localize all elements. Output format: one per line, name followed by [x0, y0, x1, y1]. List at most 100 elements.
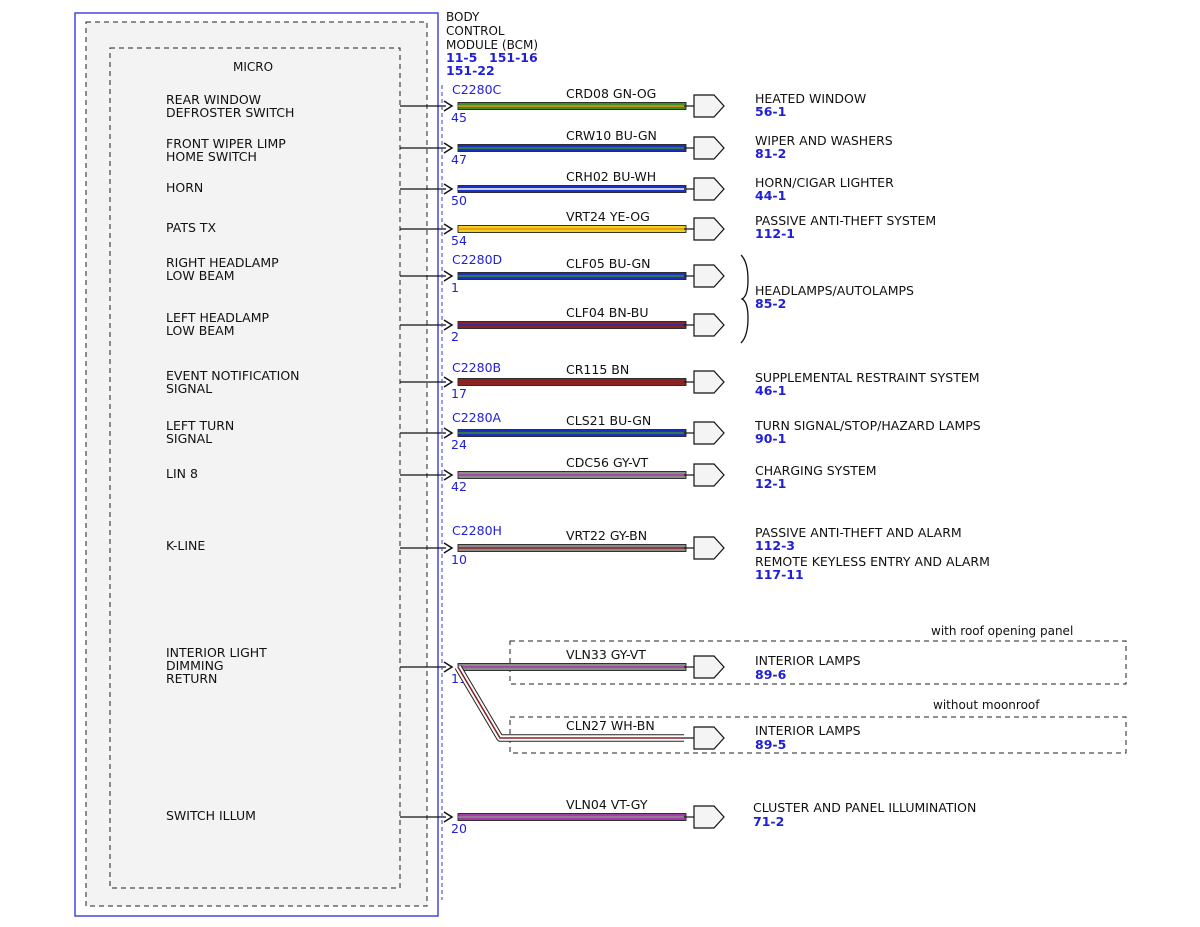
signal-label: FRONT WIPER LIMP: [166, 136, 286, 151]
pin-arrow-icon: [443, 542, 454, 554]
wire-label: CR115 BN: [566, 362, 629, 377]
bcm-name-line-3: MODULE (BCM): [446, 38, 538, 52]
destination-label[interactable]: REMOTE KEYLESS ENTRY AND ALARM: [755, 554, 990, 569]
pin-arrow-icon: [443, 469, 454, 481]
signal-label: HORN: [166, 180, 203, 195]
pin-arrow-icon: [443, 376, 454, 388]
connector-end-icon: [693, 421, 725, 445]
destination-label[interactable]: CHARGING SYSTEM: [755, 463, 877, 478]
pin-arrow-icon: [443, 223, 454, 235]
signal-label: LIN 8: [166, 466, 198, 481]
wire[interactable]: [457, 102, 687, 110]
destination-label[interactable]: CLUSTER AND PANEL ILLUMINATION: [753, 800, 976, 815]
wire[interactable]: [457, 544, 687, 552]
wire[interactable]: [457, 225, 687, 233]
destination-ref[interactable]: 56-1: [755, 104, 786, 119]
destination-ref[interactable]: 89-6: [755, 667, 787, 682]
connector-end-icon: [693, 655, 725, 679]
connector-label[interactable]: C2280H: [452, 523, 502, 538]
destination-label[interactable]: HORN/CIGAR LIGHTER: [755, 175, 894, 190]
micro-label: MICRO: [233, 60, 273, 74]
destination-label[interactable]: WIPER AND WASHERS: [755, 133, 893, 148]
pin-number: 50: [451, 193, 467, 208]
connector-end-icon: [693, 463, 725, 487]
wire-label: VLN04 VT-GY: [566, 797, 648, 812]
headlamp-group-dest[interactable]: HEADLAMPS/AUTOLAMPS: [755, 283, 914, 298]
option-label-roof-panel: with roof opening panel: [931, 624, 1073, 638]
pin-number: 24: [451, 437, 467, 452]
destination-ref[interactable]: 90-1: [755, 431, 786, 446]
bcm-ref-2[interactable]: 151-16: [489, 50, 538, 65]
destination-ref[interactable]: 12-1: [755, 476, 786, 491]
wire-label: CLS21 BU-GN: [566, 413, 651, 428]
bcm-ref-3[interactable]: 151-22: [446, 63, 495, 78]
pin-number: 54: [451, 233, 467, 248]
option-box-roof-panel: [509, 640, 1127, 685]
destination-label[interactable]: TURN SIGNAL/STOP/HAZARD LAMPS: [754, 418, 981, 433]
wire-label: CRH02 BU-WH: [566, 169, 656, 184]
wire-label: VRT22 GY-BN: [566, 528, 647, 543]
connector-end-icon: [693, 536, 725, 560]
headlamp-group-ref[interactable]: 85-2: [755, 296, 786, 311]
connector-end-icon: [693, 94, 725, 118]
destination-ref[interactable]: 46-1: [755, 383, 786, 398]
pin-arrow-icon: [443, 811, 454, 823]
signal-label: LOW BEAM: [166, 323, 235, 338]
wire[interactable]: [457, 429, 687, 437]
connector-label[interactable]: C2280B: [452, 360, 501, 375]
wire[interactable]: [457, 813, 687, 821]
signal-label: HOME SWITCH: [166, 149, 257, 164]
connector-end-icon: [693, 313, 725, 337]
connector-end-icon: [693, 805, 725, 829]
wire[interactable]: [457, 321, 687, 329]
destination-ref[interactable]: 81-2: [755, 146, 786, 161]
connector-label[interactable]: C2280C: [452, 82, 502, 97]
wire[interactable]: [457, 185, 687, 193]
destination-label[interactable]: INTERIOR LAMPS: [755, 653, 861, 668]
bcm-ref-1[interactable]: 11-5: [446, 50, 477, 65]
signal-label: DIMMING: [166, 658, 224, 673]
signal-label: LEFT HEADLAMP: [166, 310, 270, 325]
destination-label[interactable]: PASSIVE ANTI-THEFT SYSTEM: [755, 213, 936, 228]
connector-label[interactable]: C2280D: [452, 252, 502, 267]
pin-number: 1: [451, 280, 459, 295]
wire[interactable]: [457, 378, 687, 386]
destination-ref[interactable]: 117-11: [755, 567, 804, 582]
destination-ref[interactable]: 71-2: [753, 814, 784, 829]
wire[interactable]: [457, 663, 687, 671]
pin-number: 2: [451, 329, 459, 344]
signal-label: K-LINE: [166, 538, 205, 553]
pin-arrow-icon: [443, 183, 454, 195]
wire[interactable]: [457, 144, 687, 152]
destination-label[interactable]: PASSIVE ANTI-THEFT AND ALARM: [755, 525, 962, 540]
pin-number: 47: [451, 152, 467, 167]
bcm-module-outline: [74, 12, 439, 917]
destination-ref[interactable]: 112-3: [755, 538, 795, 553]
destination-ref[interactable]: 44-1: [755, 188, 786, 203]
wire[interactable]: [457, 272, 687, 280]
pin-arrow-icon: [443, 319, 454, 331]
connector-end-icon: [693, 217, 725, 241]
signal-label: RETURN: [166, 671, 217, 686]
bcm-name-line-1: BODY: [446, 10, 480, 24]
destination-ref[interactable]: 112-1: [755, 226, 795, 241]
destination-label[interactable]: SUPPLEMENTAL RESTRAINT SYSTEM: [755, 370, 980, 385]
signal-label: INTERIOR LIGHT: [166, 645, 267, 660]
wire-label: CRW10 BU-GN: [566, 128, 657, 143]
connector-label[interactable]: C2280A: [452, 410, 502, 425]
headlamp-group-brace: [740, 254, 749, 344]
connector-end-icon: [693, 726, 725, 750]
wire-label: CLF04 BN-BU: [566, 305, 648, 320]
destination-label[interactable]: HEATED WINDOW: [755, 91, 866, 106]
wire[interactable]: [457, 471, 687, 479]
destination-ref[interactable]: 89-5: [755, 737, 786, 752]
wire-label: CLF05 BU-GN: [566, 256, 651, 271]
destination-label[interactable]: INTERIOR LAMPS: [755, 723, 861, 738]
